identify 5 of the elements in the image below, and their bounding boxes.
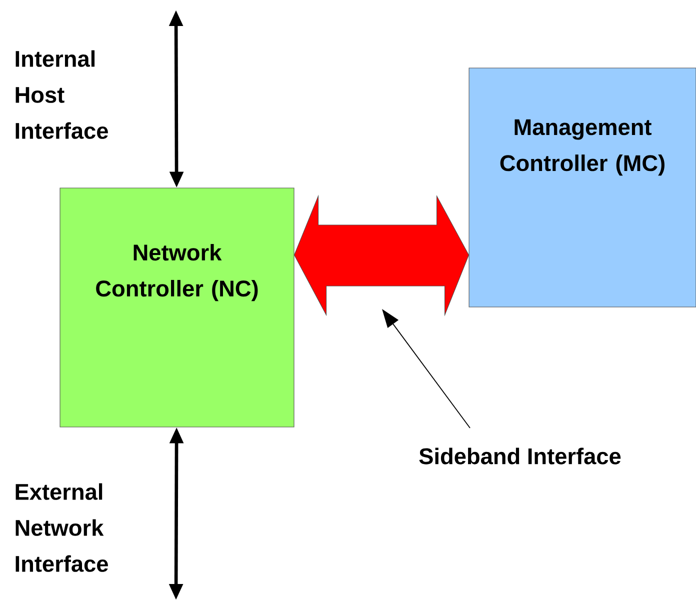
interface-label: Sideband Interface: [419, 448, 621, 464]
interface-label: External Network Interface: [16, 483, 108, 572]
interface-label: Internal Host Interface: [16, 50, 108, 139]
controller-box: Network Controller (NC): [60, 188, 294, 428]
controller-box: Management Controller (MC): [468, 68, 696, 308]
